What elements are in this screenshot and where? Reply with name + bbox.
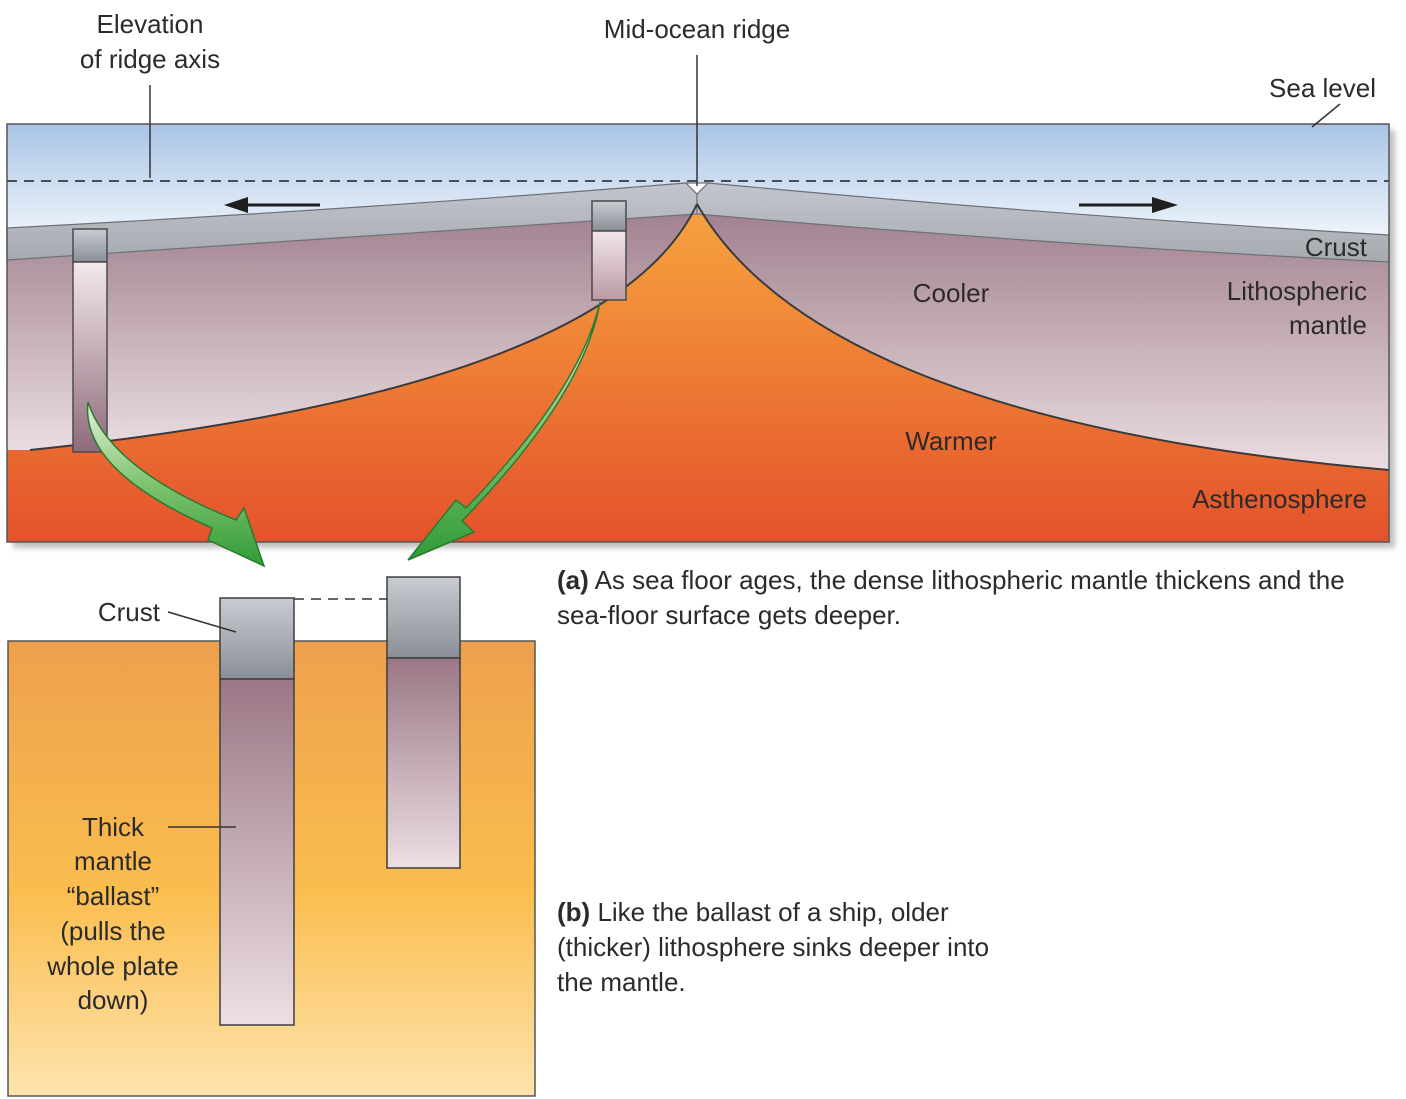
label-elevation-line1: Elevation [97,9,204,39]
label-ballast-line2: mantle [74,846,152,876]
caption-b-text: Like the ballast of a ship, older (thick… [557,897,990,997]
label-sea-level: Sea level [1269,73,1376,103]
label-ballast-line4: (pulls the [60,916,166,946]
leader-sea-level [1311,103,1341,128]
panel-b-ballast [7,576,536,1097]
litho-boundary-left [29,203,698,451]
label-crust-a: Crust [1305,232,1368,262]
green-arrow-young-icon [407,301,601,561]
green-arrow-old-icon [86,401,266,568]
caption-b-tag: (b) [557,897,591,927]
column-young-ballast [386,576,461,869]
label-ballast-line1: Thick [82,812,145,842]
label-mid-ocean-ridge: Mid-ocean ridge [604,14,790,44]
column-young-lithosphere [591,200,627,301]
spreading-arrow-right-icon [1079,197,1178,213]
label-cooler: Cooler [913,278,990,308]
spreading-arrow-left-icon [224,197,320,213]
caption-a-text: As sea floor ages, the dense lithospheri… [557,565,1345,630]
leader-crust-b [167,611,237,633]
caption-a-tag: (a) [557,565,589,595]
label-asthenosphere: Asthenosphere [1192,484,1367,514]
label-elevation-line2: of ridge axis [80,44,220,74]
lithospheric-mantle-right [697,204,1389,470]
label-ballast-line6: down) [78,985,149,1015]
lithospheric-mantle-left [7,204,697,450]
label-ballast-line5: whole plate [46,951,179,981]
label-crust-b: Crust [98,597,161,627]
caption-a: (a) As sea floor ages, the dense lithosp… [557,563,1397,633]
column-old-ballast [219,597,295,1026]
label-lithospheric-line2: mantle [1289,310,1367,340]
caption-b: (b) Like the ballast of a ship, older (t… [557,895,1027,1000]
label-lithospheric-line1: Lithospheric [1227,276,1367,306]
label-ballast-line3: “ballast” [67,881,159,911]
litho-boundary-right [696,203,1390,471]
panel-a-border [6,123,1390,543]
panel-a-cross-section [6,123,1390,543]
label-warmer: Warmer [905,426,997,456]
